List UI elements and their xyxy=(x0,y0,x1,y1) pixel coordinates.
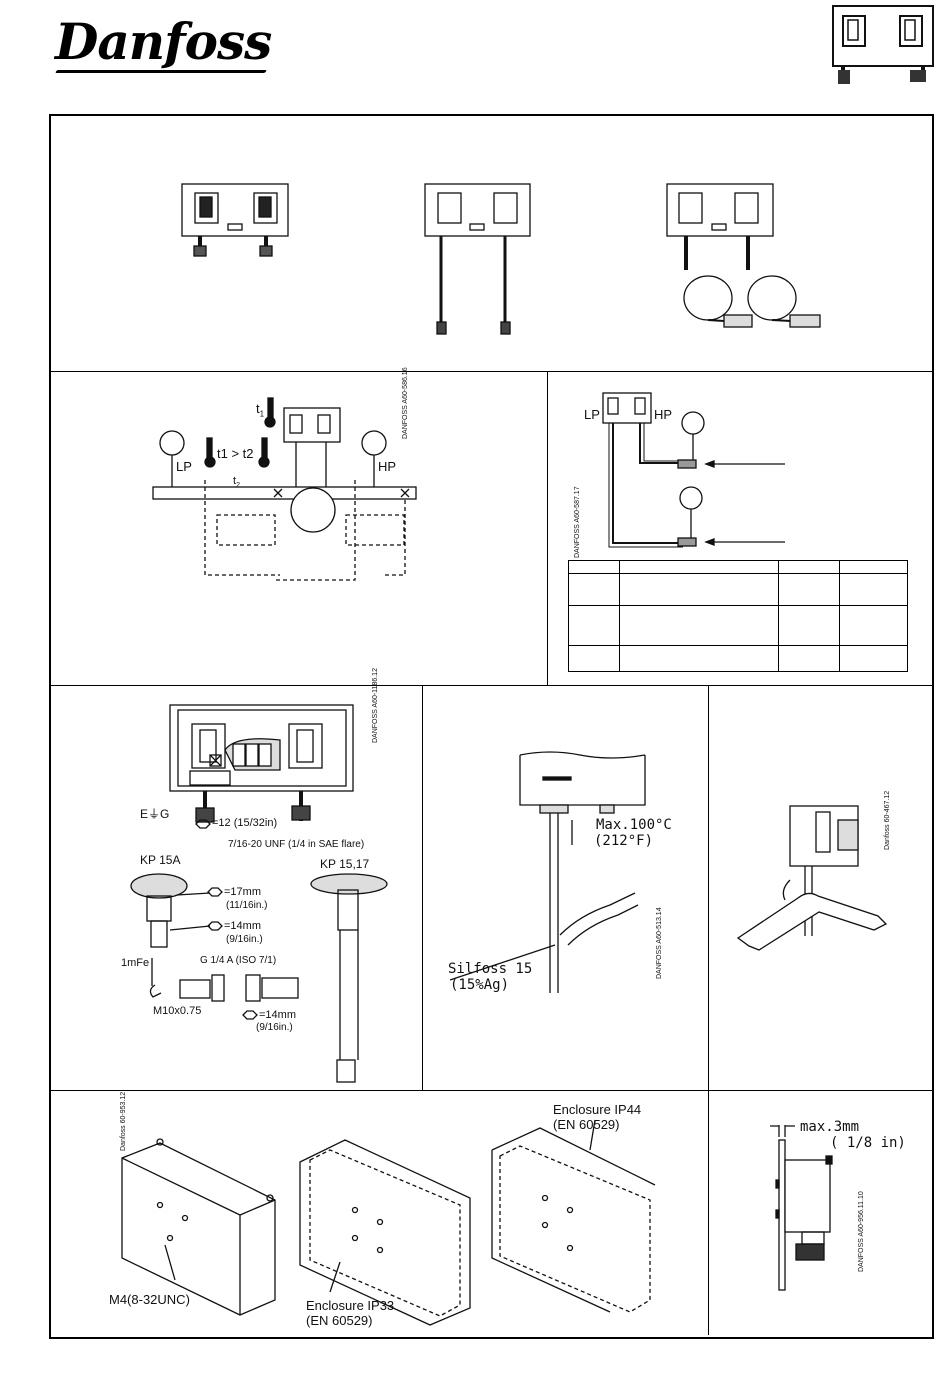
ip44-std-label: (EN 60529) xyxy=(553,1117,620,1132)
t1-label: t1 xyxy=(256,401,265,419)
max-temp-f: (212°F) xyxy=(594,833,654,849)
ip33-std-label: (EN 60529) xyxy=(306,1313,373,1328)
divider xyxy=(49,371,932,372)
hp-label: HP xyxy=(378,459,397,474)
divider xyxy=(49,685,932,686)
earth-symbol: E⏚G xyxy=(140,807,170,821)
danfoss-logo: Danfoss xyxy=(55,12,272,71)
nut-14b-label: =14mm xyxy=(259,1009,296,1021)
ip33-label: Enclosure IP33 xyxy=(306,1298,395,1313)
max-temp-c: Max.100°C xyxy=(596,817,672,833)
solder-label: Silfoss 15 xyxy=(448,961,533,977)
model-kp15a: KP 15A xyxy=(140,853,181,867)
divider xyxy=(49,1090,932,1091)
divider xyxy=(547,371,548,685)
solder-ag-label: (15%Ag) xyxy=(450,977,510,993)
t2-label: t2 xyxy=(233,475,240,490)
nut-14-in-label: (9/16in.) xyxy=(226,934,263,945)
screw-label: M4(8-32UNC) xyxy=(109,1292,190,1307)
max-gap-label: max.3mm xyxy=(800,1119,860,1135)
pipe-thread-label: G 1/4 A (ISO 7/1) xyxy=(200,955,277,966)
thread-label: 7/16-20 UNF (1/4 in SAE flare) xyxy=(228,839,365,850)
diagram-code: DANFOSS A60-956.11.10 xyxy=(858,1191,865,1272)
compare-label: t1 > t2 xyxy=(217,446,254,461)
ip44-label: Enclosure IP44 xyxy=(553,1102,642,1117)
divider xyxy=(422,685,423,1090)
material-label: 1mFe xyxy=(121,957,150,969)
nut-14b-in-label: (9/16in.) xyxy=(256,1022,293,1033)
content-frame xyxy=(49,114,934,1339)
conn-lp-label: LP xyxy=(584,407,600,422)
nut-size-label: =12 (15/32in) xyxy=(212,817,278,829)
nut-17-label: =17mm xyxy=(224,886,261,898)
conn-hp-label: HP xyxy=(654,407,673,422)
divider xyxy=(708,685,709,1335)
nut-14-label: =14mm xyxy=(224,920,261,932)
nut-17-in-label: (11/16in.) xyxy=(226,900,268,911)
model-kp1517: KP 15,17 xyxy=(320,857,370,871)
lp-label: LP xyxy=(176,459,192,474)
spec-table xyxy=(568,560,908,672)
metric-thread-label: M10x0.75 xyxy=(153,1005,202,1017)
max-gap-in-label: ( 1/8 in) xyxy=(830,1135,906,1151)
